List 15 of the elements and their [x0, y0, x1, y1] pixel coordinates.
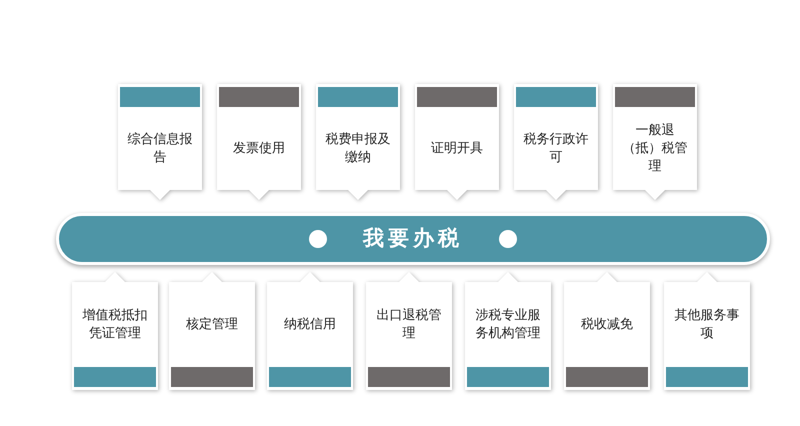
card-label: 出口退税管理 — [376, 306, 442, 342]
title-banner — [56, 213, 770, 265]
card-label: 涉税专业服务机构管理 — [474, 306, 542, 342]
card-label: 纳税信用 — [284, 316, 336, 334]
card-label: 增值税抵扣凭证管理 — [82, 306, 148, 342]
card-label: 核定管理 — [186, 316, 238, 334]
banner-title: 我要办税 — [362, 225, 464, 252]
card-label: 税务行政许可 — [522, 130, 590, 166]
card-label: 综合信息报告 — [126, 130, 194, 166]
card-label: 发票使用 — [233, 140, 285, 158]
card-label: 一般退（抵）税管理 — [622, 122, 688, 176]
card-label: 其他服务事项 — [674, 306, 740, 342]
card-label: 税收减免 — [581, 316, 633, 334]
card-label: 证明开具 — [431, 140, 483, 158]
card-label: 税费申报及缴纳 — [324, 130, 392, 166]
